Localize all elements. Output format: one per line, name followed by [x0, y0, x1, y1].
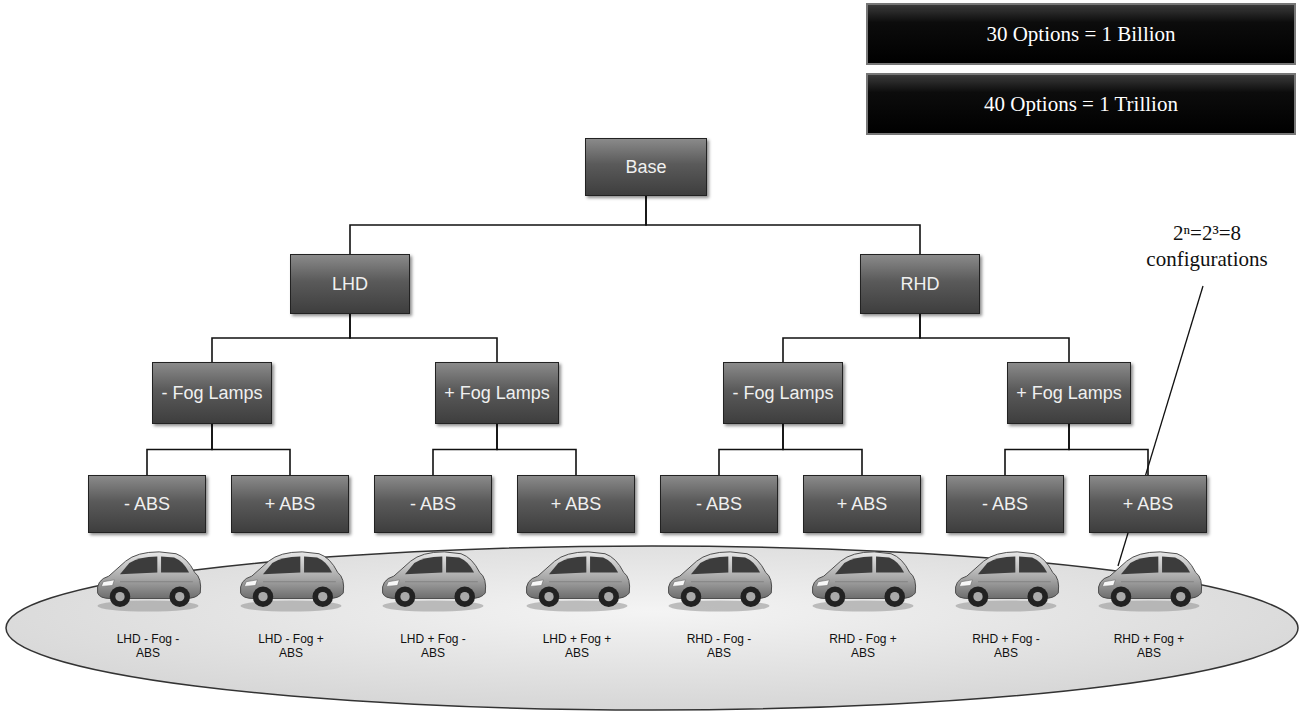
tree-connector [646, 196, 920, 254]
configuration-label: RHD - Fog - ABS [677, 632, 761, 661]
option-box: - Fog Lamps [152, 362, 272, 424]
configuration-label: RHD + Fog - ABS [964, 632, 1048, 661]
car-icon [812, 552, 915, 612]
car-icon [526, 552, 629, 612]
car-icon [955, 552, 1058, 612]
car-icon [382, 552, 485, 612]
option-box: + Fog Lamps [435, 362, 559, 424]
car-icon [97, 552, 200, 612]
configuration-label: LHD + Fog + ABS [535, 632, 619, 661]
tree-connector [1069, 424, 1148, 475]
box-text: + ABS [551, 494, 602, 515]
tree-connector [350, 314, 497, 362]
tree-connector [1005, 424, 1069, 475]
option-box: + ABS [803, 475, 921, 533]
configuration-label: LHD - Fog - ABS [106, 632, 190, 661]
configuration-label: RHD + Fog + ABS [1107, 632, 1191, 661]
car-icon [668, 552, 771, 612]
box-text: + ABS [265, 494, 316, 515]
tree-connector [783, 314, 920, 362]
option-box: + ABS [231, 475, 349, 533]
box-text: Base [625, 157, 666, 178]
summary-box: 30 Options = 1 Billion [866, 3, 1296, 65]
box-text: LHD [332, 274, 368, 295]
option-box: - ABS [88, 475, 206, 533]
option-box: + ABS [517, 475, 635, 533]
box-text: RHD [901, 274, 940, 295]
option-box: + Fog Lamps [1007, 362, 1131, 424]
option-box: - ABS [660, 475, 778, 533]
box-text: + ABS [1123, 494, 1174, 515]
configuration-ellipse [6, 546, 1298, 710]
tree-connector [147, 424, 212, 475]
summary-box: 40 Options = 1 Trillion [866, 73, 1296, 135]
option-box: Base [585, 138, 707, 196]
box-text: - ABS [696, 494, 742, 515]
option-box: RHD [860, 254, 980, 314]
box-text: - Fog Lamps [732, 383, 833, 404]
option-box: - Fog Lamps [723, 362, 843, 424]
car-illustrations [97, 552, 1201, 612]
box-text: - ABS [124, 494, 170, 515]
option-box: + ABS [1089, 475, 1207, 533]
tree-connector [920, 314, 1069, 362]
configuration-label: RHD - Fog + ABS [821, 632, 905, 661]
box-text: - ABS [410, 494, 456, 515]
box-text: + Fog Lamps [1016, 383, 1122, 404]
tree-connector [212, 314, 350, 362]
box-text: + ABS [837, 494, 888, 515]
tree-connector [719, 424, 783, 475]
car-icon [240, 552, 343, 612]
callout-text: 2ⁿ=2³=8 configurations [1127, 220, 1287, 273]
car-icon [1098, 552, 1201, 612]
option-box: LHD [290, 254, 410, 314]
box-text: 40 Options = 1 Trillion [984, 92, 1178, 117]
option-box: - ABS [374, 475, 492, 533]
tree-connector [497, 424, 576, 475]
configuration-label: LHD + Fog - ABS [391, 632, 475, 661]
box-text: - ABS [982, 494, 1028, 515]
tree-connector [783, 424, 862, 475]
box-text: - Fog Lamps [161, 383, 262, 404]
tree-connector [350, 196, 646, 254]
box-text: 30 Options = 1 Billion [986, 22, 1175, 47]
configuration-label: LHD - Fog + ABS [249, 632, 333, 661]
tree-connector [212, 424, 290, 475]
option-box: - ABS [946, 475, 1064, 533]
tree-connector [433, 424, 497, 475]
box-text: + Fog Lamps [444, 383, 550, 404]
